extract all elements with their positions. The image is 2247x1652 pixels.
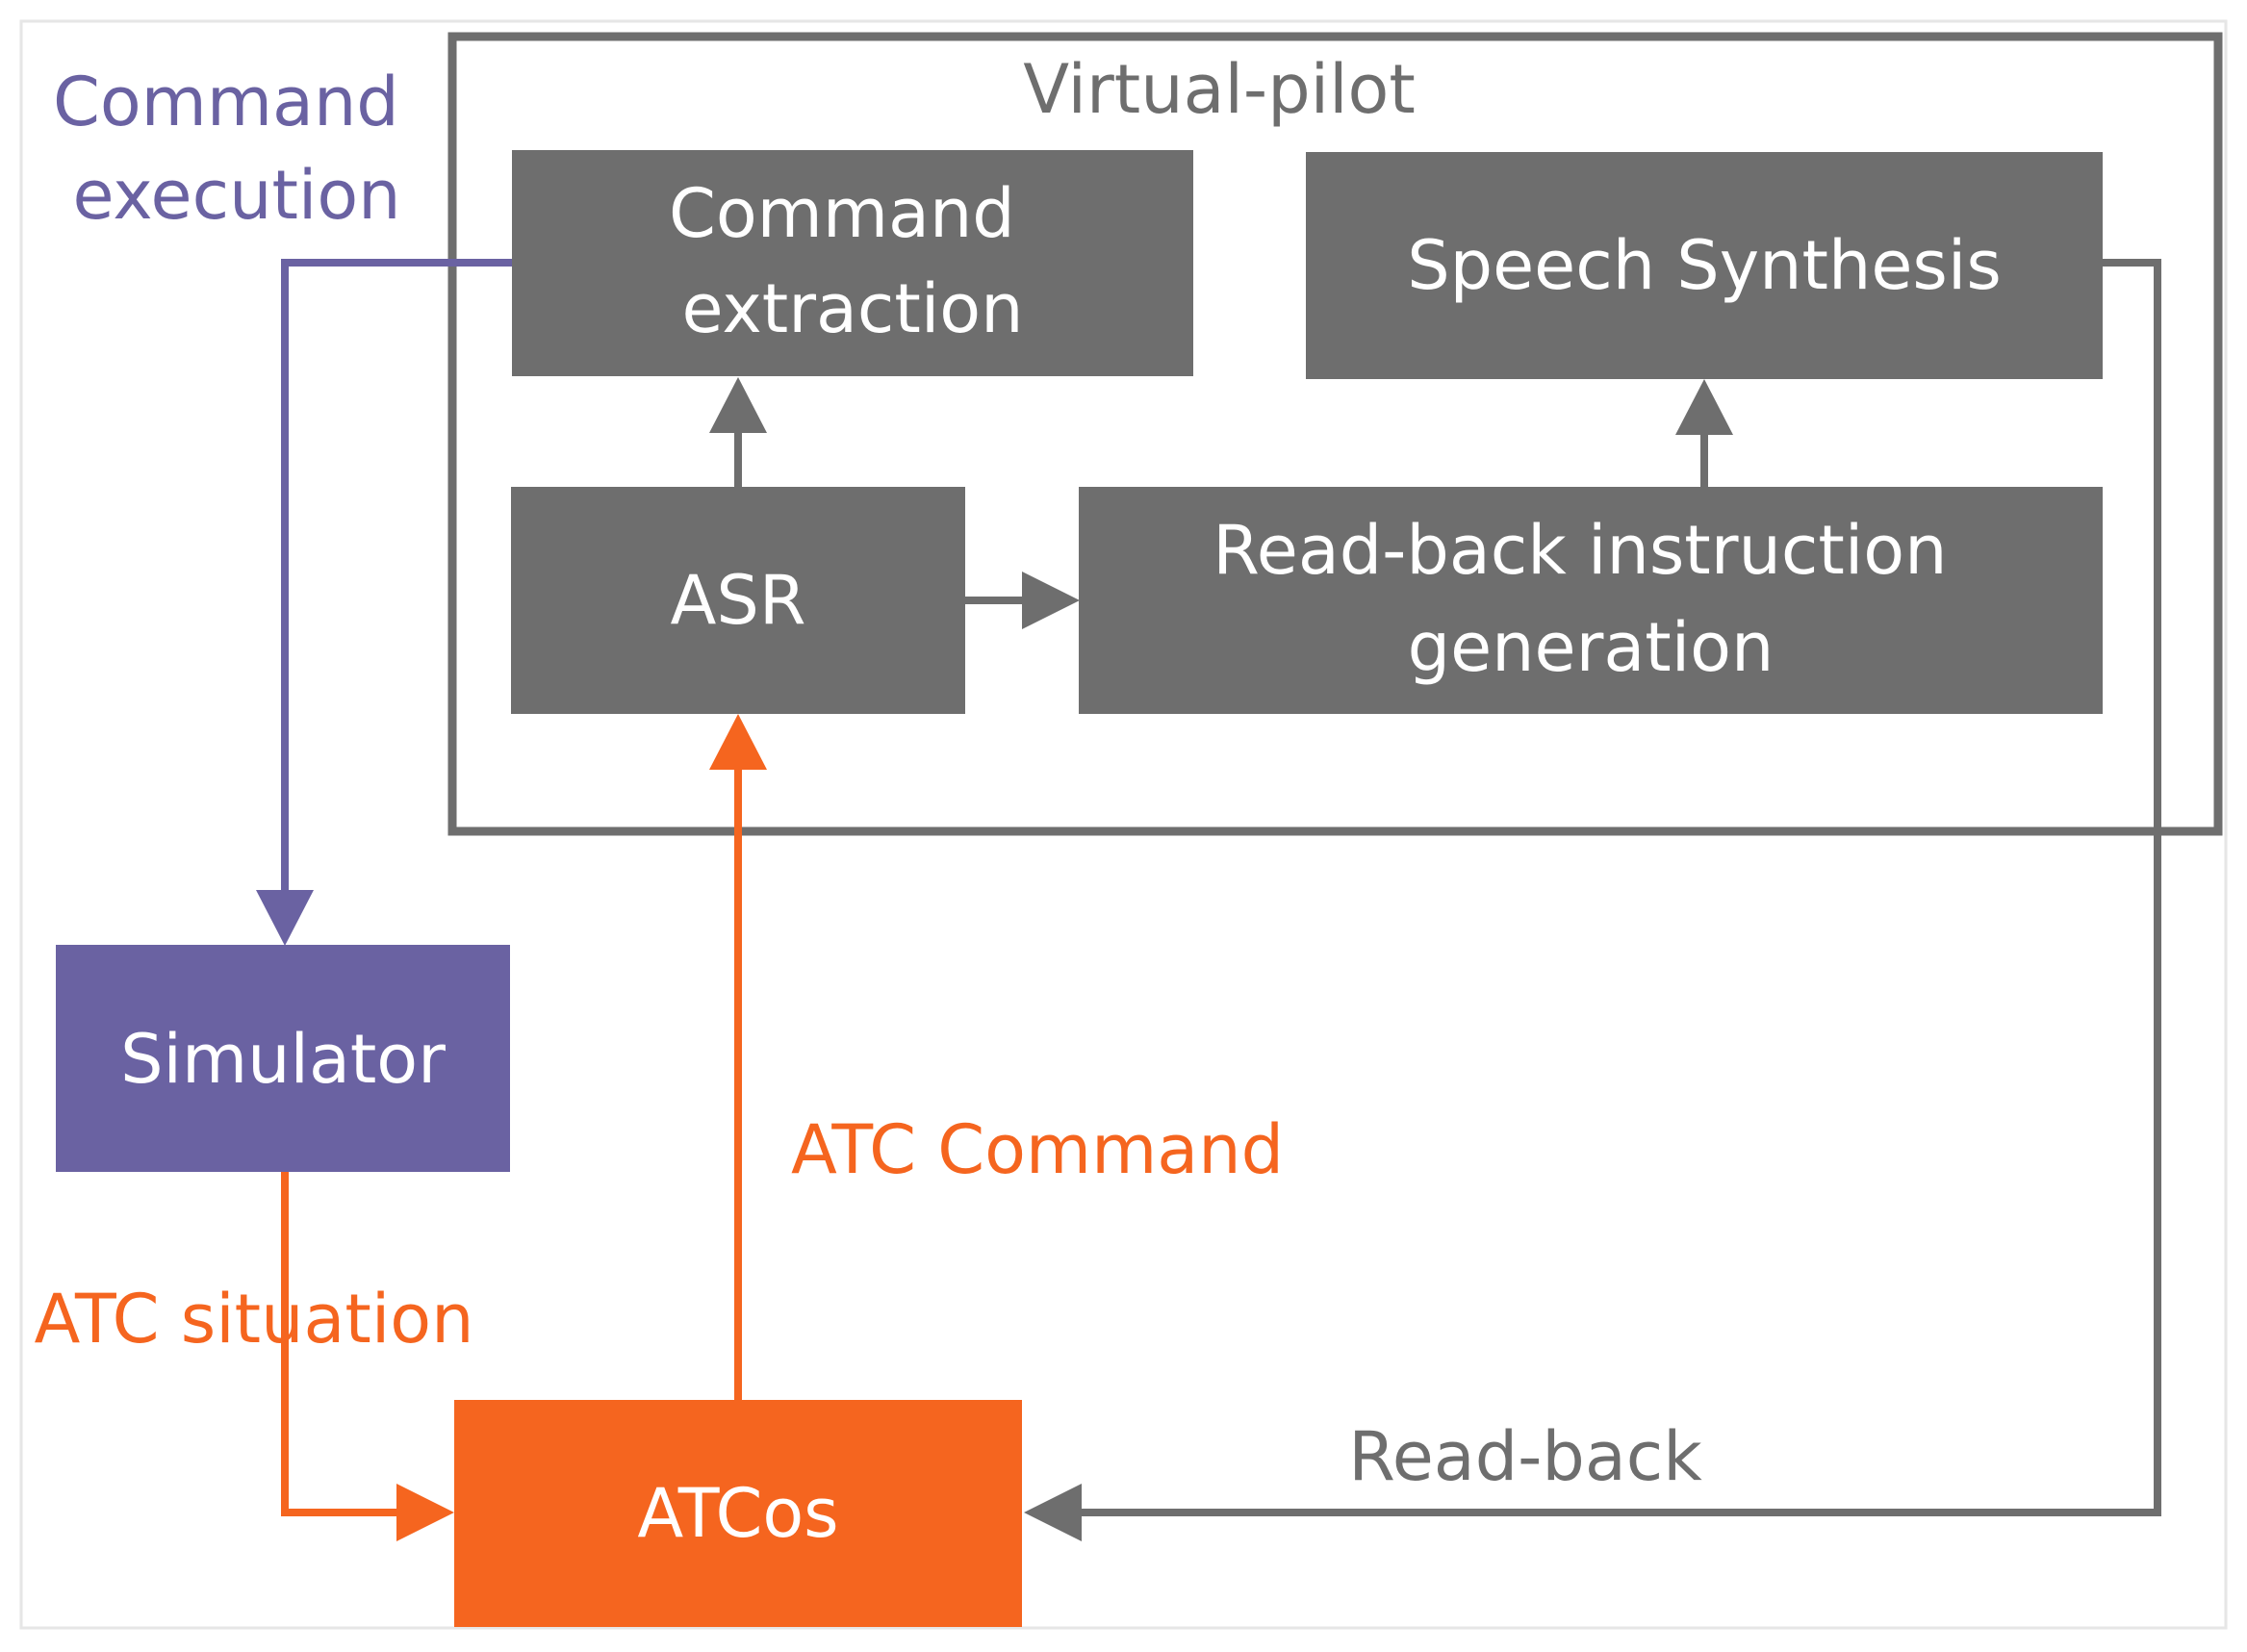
atcos-label: ATCos bbox=[637, 1474, 838, 1553]
command-execution-arrowhead bbox=[256, 890, 314, 946]
command-extraction-box bbox=[512, 150, 1193, 376]
outer-frame bbox=[19, 19, 2228, 1630]
read-back-arrowhead bbox=[1024, 1484, 1082, 1541]
asr-to-extraction-arrowhead bbox=[709, 377, 767, 433]
atc-command-arrowhead bbox=[709, 714, 767, 770]
atcos-box bbox=[454, 1400, 1022, 1627]
asr-box bbox=[511, 487, 965, 714]
asr-to-readback-arrowhead bbox=[1022, 572, 1080, 629]
readback-generation-box bbox=[1079, 487, 2103, 714]
command-execution-label: Command execution bbox=[53, 63, 421, 235]
virtual-pilot-container bbox=[447, 32, 2223, 836]
asr-label: ASR bbox=[671, 561, 806, 640]
readback-generation-label: Read-back instruction generation bbox=[1213, 511, 1968, 687]
simulator-box bbox=[56, 945, 510, 1172]
speech-synthesis-box bbox=[1306, 152, 2103, 379]
atc-situation-arrowhead bbox=[396, 1484, 454, 1541]
read-back-connector bbox=[1068, 259, 2161, 1516]
readback-to-synthesis-arrowhead bbox=[1675, 379, 1733, 435]
atc-situation-label: ATC situation bbox=[35, 1280, 474, 1359]
atc-situation-connector bbox=[281, 1172, 409, 1516]
simulator-label: Simulator bbox=[120, 1020, 446, 1099]
read-back-label: Read-back bbox=[1348, 1417, 1702, 1496]
command-extraction-label: Command extraction bbox=[669, 174, 1036, 348]
command-execution-connector bbox=[281, 259, 512, 904]
atc-command-label: ATC Command bbox=[791, 1110, 1284, 1189]
speech-synthesis-label: Speech Synthesis bbox=[1407, 226, 2002, 305]
virtual-pilot-title: Virtual-pilot bbox=[1023, 50, 1416, 129]
